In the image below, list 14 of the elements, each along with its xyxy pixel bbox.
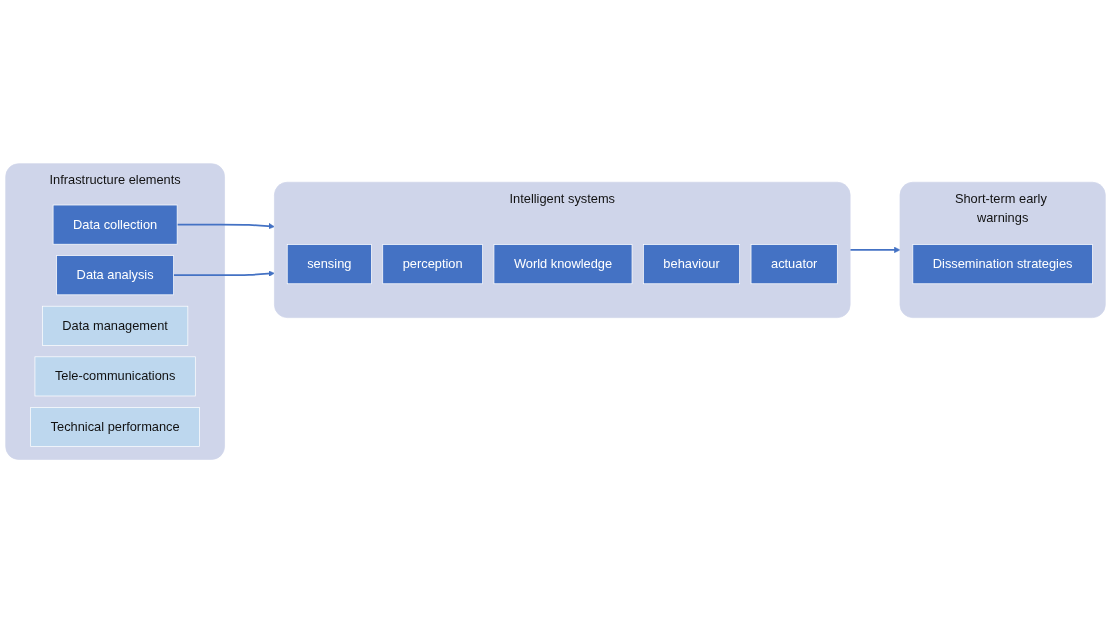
- node-box: World knowledge: [493, 244, 633, 285]
- node-box: Dissemination strategies: [912, 244, 1093, 285]
- node-box: Tele-communications: [34, 356, 196, 397]
- node-box: behaviour: [643, 244, 740, 285]
- node-box: Technical performance: [30, 406, 200, 447]
- arrow: [176, 223, 275, 230]
- arrow: [172, 270, 275, 277]
- node-box: Data collection: [52, 204, 178, 245]
- node-box: actuator: [750, 244, 838, 285]
- node-box: Data analysis: [56, 255, 174, 296]
- arrow: [849, 246, 901, 253]
- node-box: perception: [382, 244, 483, 285]
- node-box: Data management: [42, 305, 189, 346]
- node-box: sensing: [286, 244, 372, 285]
